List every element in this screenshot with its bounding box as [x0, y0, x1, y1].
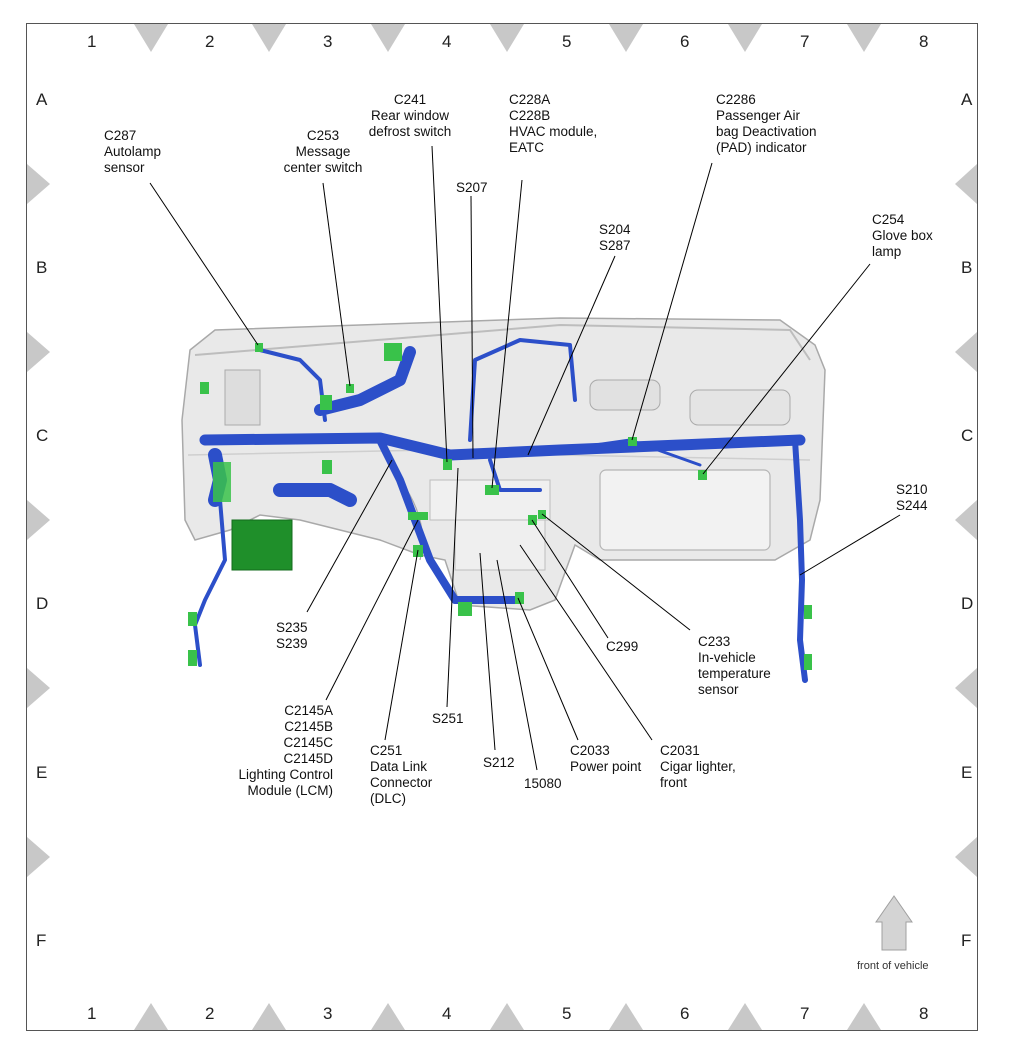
connector-left-bottom — [188, 650, 197, 666]
connector-c2286 — [628, 437, 637, 446]
grid-row-B-left: B — [36, 258, 48, 277]
grid-column-2-top: 2 — [205, 32, 215, 51]
grid-marker-bottom-2 — [252, 1003, 286, 1030]
connector-c254 — [698, 470, 707, 480]
grid-marker-top-7 — [847, 24, 881, 52]
grid-marker-top-2 — [252, 24, 286, 52]
leader-lines — [149, 145, 901, 771]
grid-marker-right-5 — [955, 837, 977, 877]
grid-marker-right-3 — [955, 500, 977, 540]
callout-s210: S210 S244 — [896, 482, 928, 513]
wiring-harness — [193, 338, 808, 683]
grid-marker-bottom-7 — [847, 1003, 881, 1030]
grid-column-4-bottom: 4 — [442, 1004, 452, 1023]
callout-c2286: C2286 Passenger Air bag Deactivation (PA… — [716, 92, 817, 155]
grid-column-4-top: 4 — [442, 32, 452, 51]
grid-marker-left-5 — [27, 837, 50, 877]
grid-marker-top-3 — [371, 24, 405, 52]
grid-row-C-right: C — [961, 426, 974, 445]
grid-marker-top-6 — [728, 24, 762, 52]
grid-column-2-bottom: 2 — [205, 1004, 215, 1023]
callout-s251: S251 — [432, 711, 464, 726]
callout-c253: C253 Message center switch — [283, 128, 363, 175]
callout-c254: C254 Glove box lamp — [872, 212, 933, 259]
connectors — [188, 343, 812, 670]
connector-c241 — [443, 459, 452, 470]
grid-row-D-left: D — [36, 594, 49, 613]
grid-marker-bottom-3 — [371, 1003, 405, 1030]
grid-column-5-top: 5 — [562, 32, 572, 51]
grid-column-8-bottom: 8 — [919, 1004, 929, 1023]
grid-column-3-top: 3 — [323, 32, 333, 51]
connector-c2145 — [408, 512, 428, 520]
callout-s207: S207 — [456, 180, 488, 195]
callout-c228: C228A C228B HVAC module, EATC — [509, 92, 598, 155]
instrument-panel — [181, 317, 826, 611]
grid-marker-left-4 — [27, 668, 50, 708]
grid-column-1-top: 1 — [87, 32, 97, 51]
grid-marker-bottom-1 — [134, 1003, 168, 1030]
callout-c2033: C2033 Power point — [570, 743, 642, 774]
grid-row-D-right: D — [961, 594, 974, 613]
grid-row-E-right: E — [961, 763, 973, 782]
grid-marker-left-1 — [27, 164, 50, 204]
connector-c253 — [346, 384, 354, 393]
grid-row-E-left: E — [36, 763, 48, 782]
callout-s235: S235 S239 — [276, 620, 308, 651]
grid-row-A-right: A — [961, 90, 973, 109]
grid-marker-left-2 — [27, 332, 50, 372]
grid-column-8-top: 8 — [919, 32, 929, 51]
connector-right-lower — [804, 605, 812, 619]
connector-mid-1 — [320, 395, 332, 410]
connector-left-upper — [200, 382, 209, 394]
callout-s204: S204 S287 — [599, 222, 631, 253]
grid-row-A-left: A — [36, 90, 48, 109]
front-of-vehicle-label: front of vehicle — [857, 960, 929, 972]
callout-c251: C251 Data Link Connector (DLC) — [370, 743, 433, 806]
callout-c287: C287 Autolamp sensor — [104, 128, 162, 175]
grid-row-F-left: F — [36, 931, 47, 950]
callout-c299: C299 — [606, 639, 639, 654]
grid-row-F-right: F — [961, 931, 972, 950]
connector-mid-2 — [322, 460, 332, 474]
front-arrow-icon — [875, 895, 913, 951]
grid-marker-top-1 — [134, 24, 168, 52]
grid-column-3-bottom: 3 — [323, 1004, 333, 1023]
grid-marker-top-4 — [490, 24, 524, 52]
callout-c2145: C2145A C2145B C2145C C2145D Lighting Con… — [238, 703, 333, 798]
callout-c2031: C2031 Cigar lighter, front — [660, 743, 736, 790]
connector-block — [384, 343, 402, 361]
grid-column-6-top: 6 — [680, 32, 690, 51]
connector-c228 — [485, 485, 499, 495]
grid-marker-bottom-6 — [728, 1003, 762, 1030]
lcm-module — [231, 519, 293, 571]
connector-c2033 — [515, 592, 524, 604]
connector-under — [458, 602, 472, 616]
connector-c287 — [255, 343, 263, 352]
grid-column-6-bottom: 6 — [680, 1004, 690, 1023]
grid-markers — [27, 24, 977, 1030]
connector-left-panel — [213, 462, 231, 502]
grid-column-7-bottom: 7 — [800, 1004, 810, 1023]
grid-marker-right-4 — [955, 668, 977, 708]
grid-column-7-top: 7 — [800, 32, 810, 51]
grid-row-C-left: C — [36, 426, 49, 445]
connector-right-bottom — [804, 654, 812, 670]
grid-column-1-bottom: 1 — [87, 1004, 97, 1023]
grid-marker-right-1 — [955, 164, 977, 204]
grid-marker-left-3 — [27, 500, 50, 540]
grid-marker-top-5 — [609, 24, 643, 52]
callout-c241: C241 Rear window defrost switch — [368, 92, 452, 139]
grid-row-B-right: B — [961, 258, 973, 277]
callout-s212: S212 — [483, 755, 515, 770]
grid-marker-right-2 — [955, 332, 977, 372]
grid-marker-bottom-4 — [490, 1003, 524, 1030]
grid-marker-bottom-5 — [609, 1003, 643, 1030]
connector-left-lower — [188, 612, 197, 626]
callout-15080: 15080 — [524, 776, 562, 791]
callout-c233: C233 In-vehicle temperature sensor — [698, 634, 771, 697]
grid-column-5-bottom: 5 — [562, 1004, 572, 1023]
